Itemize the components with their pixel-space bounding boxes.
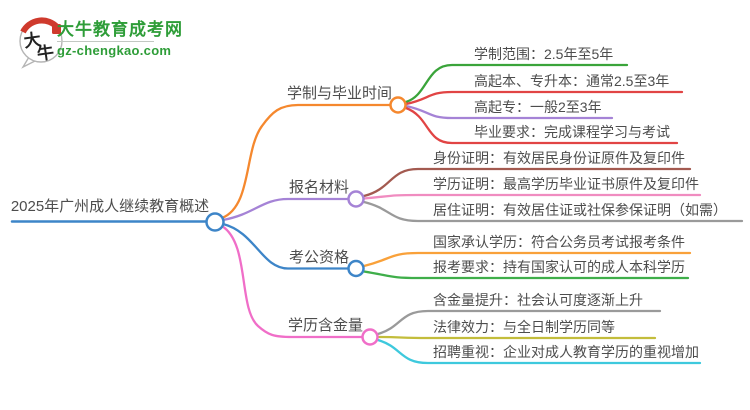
- branch3-label[interactable]: 考公资格: [289, 249, 350, 266]
- edge-b1-c4: [404, 106, 679, 145]
- b1-child1-label[interactable]: 学制范围：2.5年至5年: [474, 46, 614, 62]
- logo-divider: [57, 41, 154, 42]
- root-node-toggle[interactable]: [205, 212, 225, 232]
- edge-b1-c3: [404, 104, 614, 120]
- edge-root-branch2: [221, 197, 350, 222]
- branch2-label[interactable]: 报名材料: [289, 179, 350, 196]
- branch4-node-toggle[interactable]: [361, 328, 379, 346]
- branch1-node-toggle[interactable]: [389, 96, 407, 114]
- edge-b2-c2: [362, 193, 702, 200]
- b1-child3-label[interactable]: 高起专：一般2至3年: [474, 99, 602, 115]
- edge-root-branch1: [220, 103, 392, 220]
- b2-child2-label[interactable]: 学历证明：最高学历毕业证书原件及复印件: [433, 176, 699, 192]
- edge-b2-c1: [362, 167, 692, 198]
- b4-child2-label[interactable]: 法律效力：与全日制学历同等: [433, 319, 615, 335]
- edge-b1-c1: [404, 63, 629, 104]
- branch1-label[interactable]: 学制与毕业时间: [287, 85, 393, 102]
- b2-child3-label[interactable]: 居住证明：有效居住证或社保参保证明（如需）: [433, 202, 727, 218]
- edge-b3-c2: [362, 270, 690, 280]
- edge-b4-c1: [376, 309, 662, 336]
- svg-text:大: 大: [23, 29, 43, 51]
- edge-b1-c2: [404, 90, 684, 106]
- logo-site-url: gz-chengkao.com: [57, 43, 172, 58]
- b4-child1-label[interactable]: 含金量提升：社会认可度逐渐上升: [433, 292, 643, 308]
- logo-bubble-icon: 大 牛: [19, 17, 63, 69]
- edge-b2-c3: [362, 200, 744, 223]
- b3-child2-label[interactable]: 报考要求：持有国家认可的成人本科学历: [433, 259, 685, 275]
- edge-b3-c1: [362, 251, 692, 268]
- root-topic-label[interactable]: 2025年广州成人继续教育概述: [10, 198, 210, 215]
- branch2-node-toggle[interactable]: [347, 190, 365, 208]
- b1-child4-label[interactable]: 毕业要求：完成课程学习与考试: [474, 124, 670, 140]
- logo-site-name: 大牛教育成考网: [57, 20, 183, 39]
- edge-b4-c3: [376, 338, 702, 365]
- svg-text:牛: 牛: [36, 42, 56, 64]
- edge-b4-c2: [376, 335, 657, 340]
- b4-child3-label[interactable]: 招聘重视：企业对成人教育学历的重视增加: [433, 344, 699, 360]
- branch3-node-toggle[interactable]: [347, 259, 365, 278]
- b2-child1-label[interactable]: 身份证明：有效居民身份证原件及复印件: [433, 150, 685, 166]
- edge-root-branch4: [220, 224, 364, 339]
- b3-child1-label[interactable]: 国家承认学历：符合公务员考试报考条件: [433, 234, 685, 250]
- b1-child2-label[interactable]: 高起本、专升本：通常2.5至3年: [474, 73, 670, 89]
- edge-root-branch3: [221, 222, 350, 270]
- branch4-label[interactable]: 学历含金量: [288, 317, 364, 334]
